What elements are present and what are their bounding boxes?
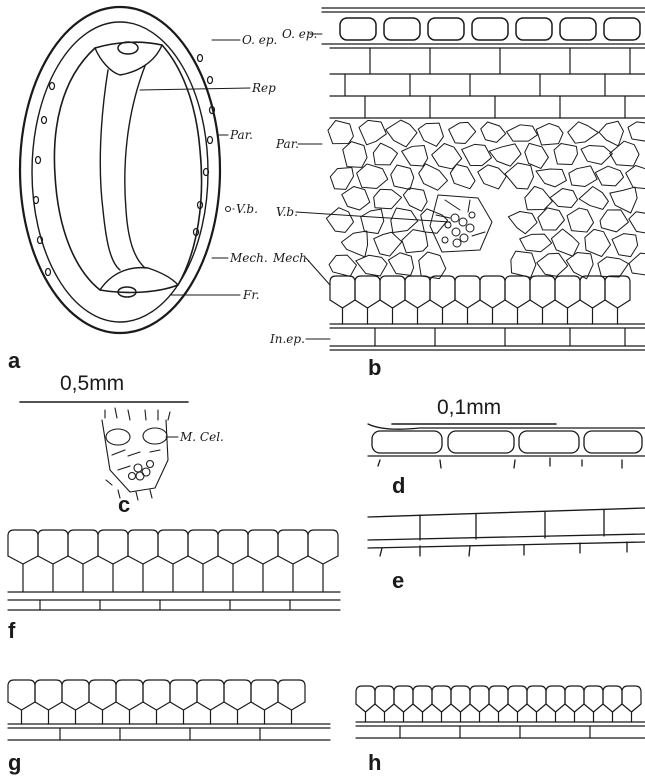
scale-label-right: 0,1mm bbox=[437, 396, 501, 419]
parenchyma-cells bbox=[326, 120, 645, 279]
panel-h-palisade bbox=[356, 686, 645, 738]
label-mechanical: Mech. bbox=[229, 251, 268, 265]
scale-bar-right: 0,1mm bbox=[392, 396, 556, 424]
label-replum: Rep bbox=[251, 81, 276, 95]
label-outer-epidermis: O. ep. bbox=[242, 33, 277, 47]
panel-f-palisade bbox=[8, 530, 340, 610]
label-b-mechanical: Mech. bbox=[272, 251, 311, 265]
panel-label-b: b bbox=[368, 355, 381, 380]
panel-label-f: f bbox=[8, 618, 16, 643]
label-fruit: Fr. bbox=[242, 288, 260, 302]
panel-label-h: h bbox=[368, 750, 381, 775]
panel-e-epidermis bbox=[368, 508, 645, 556]
label-vascular-bundle: V.b. bbox=[236, 202, 258, 216]
panel-d-epidermis bbox=[368, 424, 645, 468]
mechanical-cells bbox=[330, 276, 645, 324]
panel-label-d: d bbox=[392, 473, 405, 498]
label-b-vascular-bundle: V.b. bbox=[276, 205, 298, 219]
panel-label-a: a bbox=[8, 348, 21, 373]
panel-c-cluster bbox=[102, 408, 178, 500]
panel-g-palisade bbox=[8, 680, 330, 740]
vascular-bundle-cluster bbox=[430, 195, 492, 252]
label-inner-epidermis: In.ep. bbox=[269, 332, 305, 346]
scale-label-left: 0,5mm bbox=[60, 372, 124, 395]
panel-a-labels: O. ep. Rep Par. V.b. Mech. Fr. bbox=[140, 33, 277, 302]
panel-a-cross-section bbox=[20, 7, 220, 333]
scale-bar-left: 0,5mm bbox=[20, 372, 188, 402]
label-mech-cells: M. Cel. bbox=[179, 430, 224, 444]
panel-b-labels: O. ep. Par. V.b. Mech. In.ep. bbox=[269, 27, 450, 346]
panel-b-tissue-detail bbox=[322, 8, 645, 350]
label-parenchyma: Par. bbox=[229, 128, 253, 142]
panel-label-g: g bbox=[8, 750, 21, 775]
panel-label-e: e bbox=[392, 568, 404, 593]
label-b-parenchyma: Par. bbox=[275, 137, 299, 151]
panel-label-c: c bbox=[118, 492, 130, 517]
